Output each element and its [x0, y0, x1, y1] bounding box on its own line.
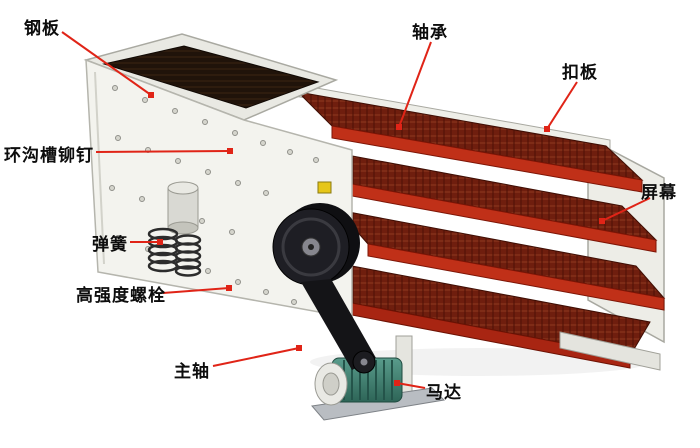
marker-bearing [396, 124, 402, 130]
marker-buckle-plate [544, 126, 550, 132]
motor-front-hub [322, 372, 340, 396]
label-bearing: 轴承 [412, 23, 448, 42]
drive-belt [301, 279, 376, 370]
leader-markers [148, 92, 605, 386]
label-screen-panel: 屏幕 [641, 183, 677, 202]
label-buckle-plate: 扣板 [562, 63, 598, 82]
label-spring: 弹簧 [92, 235, 128, 254]
leader-steel-plate [61, 31, 152, 96]
leader-bolt [162, 287, 230, 294]
label-high-strength-bolt: 高强度螺栓 [76, 286, 166, 305]
marker-steel-plate [148, 92, 154, 98]
grease-fitting [317, 181, 332, 194]
leader-lines [61, 31, 651, 389]
leader-buckle-plate [546, 81, 578, 130]
marker-main-shaft [296, 345, 302, 351]
deck-beam-1 [331, 125, 643, 193]
marker-rivet [227, 148, 233, 154]
marker-motor [394, 380, 400, 386]
marker-screen [599, 218, 605, 224]
label-main-shaft: 主轴 [174, 362, 210, 381]
spring-right [174, 234, 202, 277]
marker-spring [157, 239, 163, 245]
motor-assembly [311, 335, 446, 421]
screen-decks [296, 91, 666, 371]
leader-screen [601, 197, 651, 222]
discharge-pipe [167, 181, 199, 235]
label-motor: 马达 [426, 383, 462, 402]
deck-beam-3 [367, 243, 665, 311]
marker-bolt [226, 285, 232, 291]
leader-rivet [95, 150, 230, 153]
drive-system [272, 203, 376, 374]
label-ring-groove-rivet: 环沟槽铆钉 [4, 146, 94, 165]
leader-bearing [398, 41, 432, 128]
leader-motor [396, 382, 426, 389]
right-base-frame [559, 331, 661, 371]
leader-main-shaft [212, 347, 300, 367]
label-steel-plate: 钢板 [24, 19, 60, 38]
